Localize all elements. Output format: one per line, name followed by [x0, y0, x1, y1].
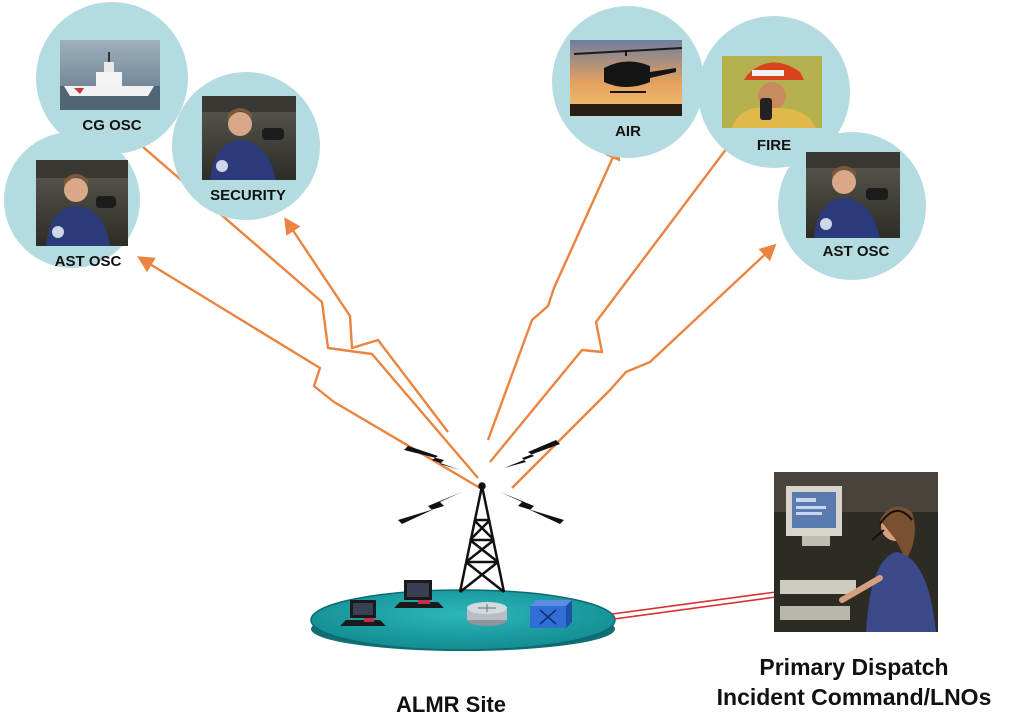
- signal-to-air: [486, 142, 621, 441]
- workstation-center: [394, 580, 444, 608]
- node-security: SECURITY: [172, 72, 320, 220]
- dispatch-label-line2: Incident Command/LNOs: [717, 684, 992, 710]
- cutter-photo: [60, 40, 160, 110]
- workstation-left: [340, 600, 386, 626]
- firefighter-photo: [722, 56, 822, 128]
- node-ast-osc-left: AST OSC: [4, 132, 140, 270]
- label-fire: FIRE: [757, 137, 791, 154]
- dispatch-label-line1: Primary Dispatch: [759, 654, 948, 680]
- almr-site: [310, 482, 616, 651]
- helicopter-photo: [570, 40, 683, 116]
- bolt-upper-right: [504, 440, 560, 468]
- node-air: AIR: [552, 6, 704, 158]
- label-air: AIR: [615, 123, 641, 140]
- node-fire: FIRE: [698, 16, 850, 168]
- bolt-lower-right: [500, 492, 564, 524]
- label-security: SECURITY: [210, 187, 286, 204]
- officer-photo-security: [202, 96, 296, 180]
- officer-photo-left: [36, 160, 128, 246]
- label-ast-osc-left: AST OSC: [55, 253, 122, 270]
- officer-photo-right: [806, 152, 900, 238]
- network-switch: [530, 600, 572, 628]
- signal-to-security: [284, 217, 449, 433]
- site-label: ALMR Site: [396, 692, 506, 717]
- router: [467, 602, 507, 626]
- dispatch-link: [611, 591, 777, 620]
- signal-paths: [125, 131, 777, 490]
- tower-bolts: [398, 440, 564, 524]
- signal-to-cg-osc: [125, 131, 479, 479]
- dispatcher-photo: [774, 472, 938, 632]
- signal-to-ast-osc-left: [137, 256, 481, 490]
- label-cg-osc: CG OSC: [82, 117, 141, 134]
- bolt-lower-left: [398, 492, 462, 524]
- radio-tower: [458, 482, 506, 593]
- bolt-upper-left: [404, 446, 460, 470]
- node-cg-osc: CG OSC: [36, 2, 188, 154]
- label-ast-osc-right: AST OSC: [823, 243, 890, 260]
- node-ast-osc-right: AST OSC: [778, 132, 926, 280]
- signal-to-fire: [489, 133, 739, 463]
- signal-to-ast-osc-right: [511, 243, 777, 489]
